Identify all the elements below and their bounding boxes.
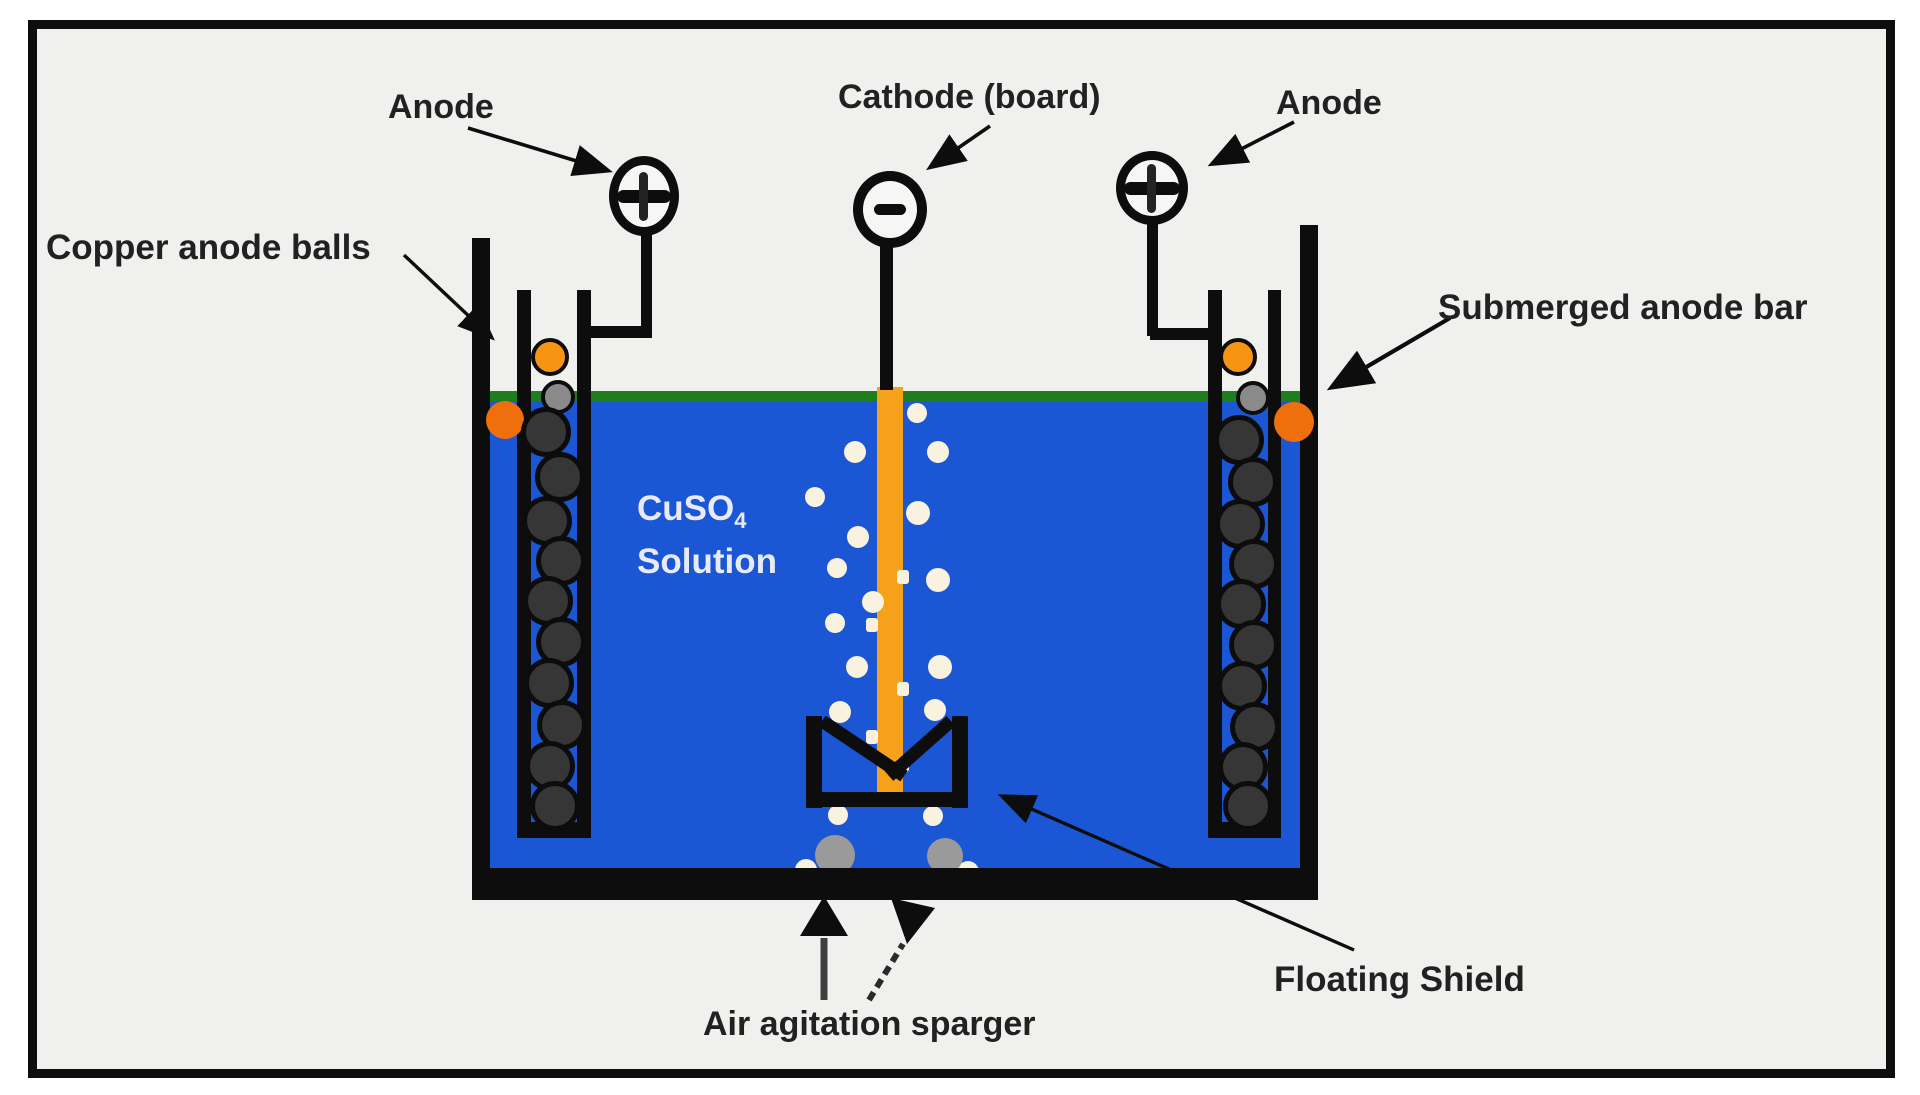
board-notch	[866, 618, 878, 632]
air-bubble	[846, 656, 868, 678]
anode-ball	[1229, 539, 1279, 589]
air-bubble	[923, 806, 943, 826]
plus-icon	[639, 172, 648, 221]
tank-floor	[472, 868, 1318, 900]
anode-ball	[531, 338, 569, 376]
label-copper-anode-balls: Copper anode balls	[46, 228, 371, 267]
anode-ball	[1274, 402, 1314, 442]
air-bubble	[928, 655, 952, 679]
tank-left-wall-anode-bar	[472, 238, 490, 900]
air-bubble	[829, 701, 851, 723]
left-anode-wire-vertical	[641, 232, 652, 334]
minus-icon	[874, 204, 906, 215]
label-cathode-board: Cathode (board)	[838, 78, 1101, 116]
board-notch	[866, 730, 878, 744]
right-anode-wire-vertical	[1147, 222, 1158, 336]
floating-shield-left-wall	[806, 716, 822, 808]
plus-icon	[1147, 164, 1156, 213]
submerged-anode-bar	[1300, 225, 1318, 900]
air-bubble	[847, 526, 869, 548]
air-bubble	[927, 441, 949, 463]
board-notch	[897, 682, 909, 696]
label-air-agitation-sparger: Air agitation sparger	[703, 1005, 1036, 1043]
air-bubble	[827, 558, 847, 578]
air-bubble	[906, 501, 930, 525]
floating-shield-right-wall	[952, 716, 968, 808]
air-bubble	[926, 568, 950, 592]
label-anode-left: Anode	[388, 88, 494, 126]
label-anode-right: Anode	[1276, 84, 1382, 122]
anode-ball	[530, 781, 580, 831]
anode-ball	[1228, 457, 1278, 507]
air-bubble	[805, 487, 825, 507]
air-bubble	[828, 805, 848, 825]
label-cuso4-solution: CuSO4 Solution	[637, 484, 777, 588]
cathode-wire	[880, 244, 893, 390]
air-bubble	[862, 591, 884, 613]
anode-ball	[1236, 381, 1270, 415]
label-submerged-anode-bar: Submerged anode bar	[1438, 288, 1808, 327]
label-cuso4-subscript: 4	[734, 508, 747, 533]
anode-ball	[521, 407, 571, 457]
air-bubble	[907, 403, 927, 423]
label-cuso4-formula: CuSO	[637, 489, 735, 528]
label-floating-shield: Floating Shield	[1274, 960, 1525, 999]
air-bubble	[825, 613, 845, 633]
floating-shield-bottom	[806, 792, 968, 807]
air-bubble	[924, 699, 946, 721]
right-anode-wire-horizontal	[1150, 328, 1216, 340]
left-anode-wire-horizontal	[587, 326, 652, 338]
air-bubble	[844, 441, 866, 463]
board-notch	[897, 758, 909, 772]
anode-ball	[1223, 781, 1273, 831]
label-solution-word: Solution	[637, 541, 777, 581]
anode-ball	[486, 401, 524, 439]
anode-ball	[1219, 338, 1257, 376]
board-notch	[897, 570, 909, 584]
anode-ball	[535, 452, 585, 502]
